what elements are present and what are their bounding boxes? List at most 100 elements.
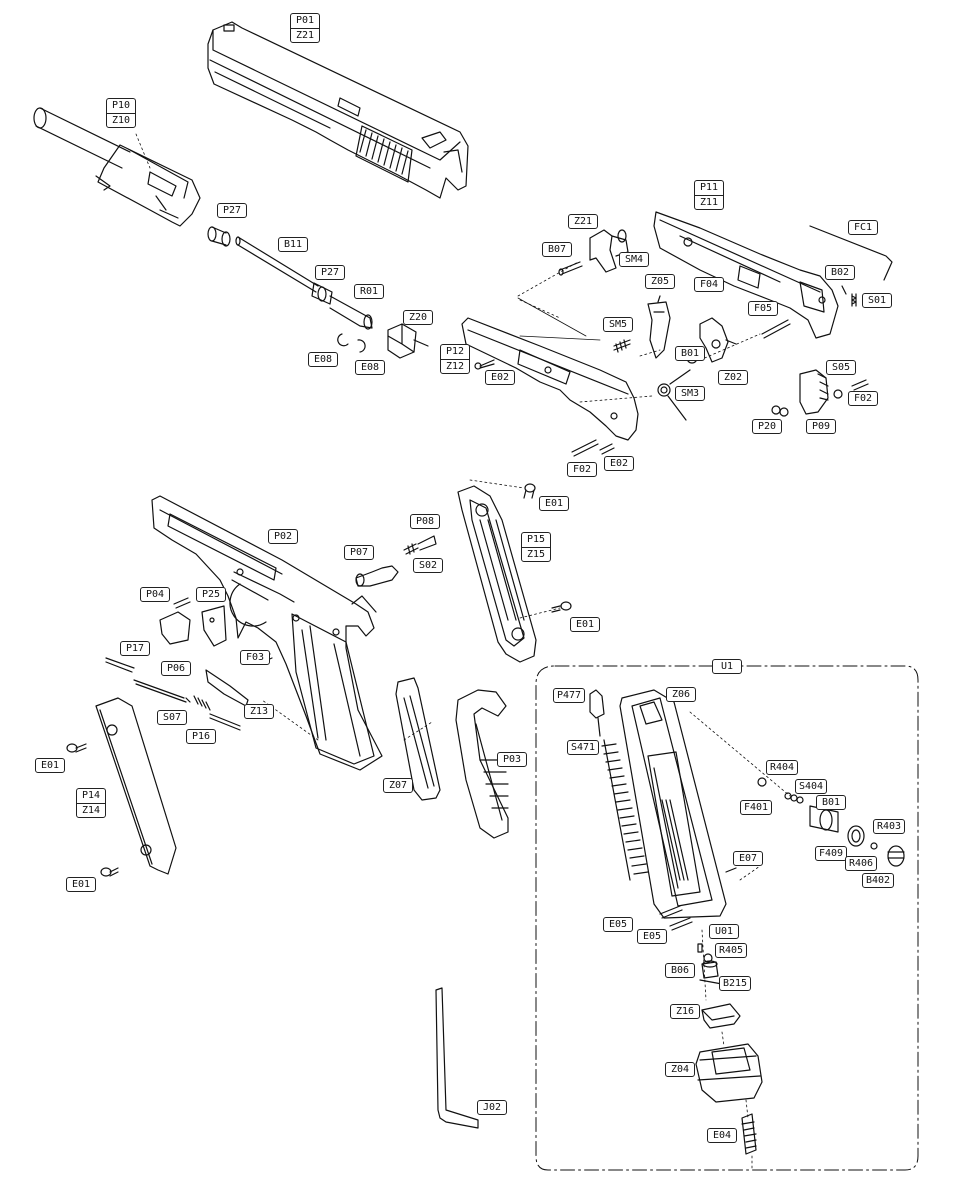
leader-solid-lines bbox=[517, 297, 601, 341]
follower-block-part bbox=[701, 1003, 741, 1029]
label-z04: Z04 bbox=[665, 1062, 695, 1077]
label-b01-b: B01 bbox=[816, 795, 846, 810]
label-f04: F04 bbox=[694, 277, 724, 292]
magazine-spring-part bbox=[589, 689, 649, 881]
mag-base-parts bbox=[697, 943, 723, 985]
label-barrel-2: Z10 bbox=[106, 113, 136, 128]
hammer-part bbox=[699, 317, 737, 363]
label-fc1: FC1 bbox=[848, 220, 878, 235]
label-u01: U01 bbox=[709, 924, 739, 939]
leader-lines bbox=[135, 133, 791, 1169]
label-p02: P02 bbox=[268, 529, 298, 544]
label-e07: E07 bbox=[733, 851, 763, 866]
grip-left-part bbox=[95, 697, 177, 875]
allen-key-part bbox=[435, 987, 479, 1129]
slide-part bbox=[207, 21, 469, 199]
label-f401: F401 bbox=[740, 800, 772, 815]
label-b01-a: B01 bbox=[675, 346, 705, 361]
label-p03: P03 bbox=[497, 752, 527, 767]
label-e02-b: E02 bbox=[604, 456, 634, 471]
label-e08-a: E08 bbox=[308, 352, 338, 367]
label-z07: Z07 bbox=[383, 778, 413, 793]
label-p25: P25 bbox=[196, 587, 226, 602]
label-s05: S05 bbox=[826, 360, 856, 375]
label-e02-a: E02 bbox=[485, 370, 515, 385]
label-s02: S02 bbox=[413, 558, 443, 573]
label-p06: P06 bbox=[161, 661, 191, 676]
rail-part bbox=[461, 317, 639, 441]
label-grip-r-1: P15 bbox=[521, 532, 551, 547]
label-sm5: SM5 bbox=[603, 317, 633, 332]
label-rail-2: Z12 bbox=[440, 359, 470, 374]
label-b02: B02 bbox=[825, 265, 855, 280]
label-r406: R406 bbox=[845, 856, 877, 871]
grip-right-part bbox=[457, 485, 537, 663]
label-p27-top: P27 bbox=[217, 203, 247, 218]
label-z06: Z06 bbox=[666, 687, 696, 702]
label-z13: Z13 bbox=[244, 704, 274, 719]
label-slide-2: Z21 bbox=[290, 28, 320, 43]
guide-rod-part bbox=[235, 236, 373, 330]
label-barrel-1: P10 bbox=[106, 98, 136, 113]
label-f409: F409 bbox=[815, 846, 847, 861]
base-plate-part bbox=[695, 1043, 763, 1103]
label-grip-r-2: Z15 bbox=[521, 547, 551, 562]
group-label-u1: U1 bbox=[712, 659, 742, 674]
label-r403: R403 bbox=[873, 819, 905, 834]
label-b07: B07 bbox=[542, 242, 572, 257]
plunger-parts bbox=[355, 535, 437, 587]
valve-assembly-part bbox=[757, 777, 905, 867]
label-e01-a: E01 bbox=[539, 496, 569, 511]
label-e05-b: E05 bbox=[637, 929, 667, 944]
label-f05: F05 bbox=[748, 301, 778, 316]
label-p20: P20 bbox=[752, 419, 782, 434]
label-p477: P477 bbox=[553, 688, 585, 703]
label-frame-insert-1: P11 bbox=[694, 180, 724, 195]
screws-part bbox=[523, 483, 572, 613]
magazine-body-part bbox=[619, 689, 727, 919]
coil-spring-part bbox=[657, 369, 691, 421]
spring-part bbox=[613, 339, 631, 353]
label-r404: R404 bbox=[766, 760, 798, 775]
grip-left-screws bbox=[66, 743, 119, 877]
label-b215: B215 bbox=[719, 976, 751, 991]
label-b06: B06 bbox=[665, 963, 695, 978]
spring-wire-part bbox=[809, 225, 893, 281]
magazine-group-border bbox=[535, 665, 919, 1171]
label-grip-l-2: Z14 bbox=[76, 803, 106, 818]
label-p07: P07 bbox=[344, 545, 374, 560]
label-z20: Z20 bbox=[403, 310, 433, 325]
label-p16: P16 bbox=[186, 729, 216, 744]
label-p17: P17 bbox=[120, 641, 150, 656]
small-pin-parts bbox=[841, 285, 857, 307]
backstrap-part bbox=[455, 689, 509, 839]
e-clip-parts bbox=[337, 333, 366, 353]
label-p09: P09 bbox=[806, 419, 836, 434]
label-f02-a: F02 bbox=[848, 391, 878, 406]
label-b402: B402 bbox=[862, 873, 894, 888]
label-sm4: SM4 bbox=[619, 252, 649, 267]
long-pin-part bbox=[761, 319, 791, 339]
lower-pin-parts bbox=[474, 359, 615, 457]
frame-part bbox=[151, 495, 383, 771]
label-e01-d: E01 bbox=[66, 877, 96, 892]
hammer-housing-part bbox=[653, 211, 839, 339]
label-z02: Z02 bbox=[718, 370, 748, 385]
label-r01: R01 bbox=[354, 284, 384, 299]
safety-parts bbox=[771, 369, 869, 417]
label-f02-b: F02 bbox=[567, 462, 597, 477]
block-part bbox=[387, 323, 429, 359]
label-s404: S404 bbox=[795, 779, 827, 794]
label-e08-b: E08 bbox=[355, 360, 385, 375]
label-p08: P08 bbox=[410, 514, 440, 529]
label-z21-b: Z21 bbox=[568, 214, 598, 229]
label-s01: S01 bbox=[862, 293, 892, 308]
label-e04: E04 bbox=[707, 1128, 737, 1143]
label-p04: P04 bbox=[140, 587, 170, 602]
label-slide-1: P01 bbox=[290, 13, 320, 28]
disconnector-part bbox=[647, 295, 671, 359]
label-z05: Z05 bbox=[645, 274, 675, 289]
label-f03: F03 bbox=[240, 650, 270, 665]
